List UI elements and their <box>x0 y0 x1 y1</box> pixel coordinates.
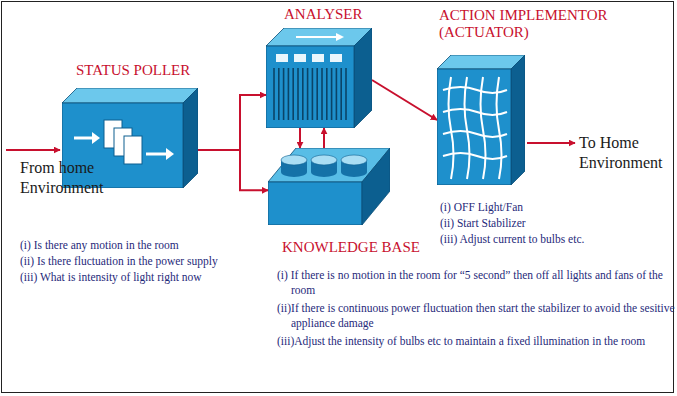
flow-arrow <box>323 128 325 148</box>
environment-label: From home Environment <box>20 158 104 198</box>
poller-item: (iii) What is intensity of light right n… <box>20 270 202 285</box>
flow-arrow <box>299 128 301 148</box>
box-icon <box>437 55 525 185</box>
flow-arrow <box>198 95 266 150</box>
component-box: ANALYSER <box>266 28 372 128</box>
poller-item: (i) Is there any motion in the room <box>20 238 179 253</box>
actuator-item: (i) OFF Light/Fan <box>440 200 523 215</box>
rule-item: (iii)Adjust the intensity of bulbs etc t… <box>277 334 677 349</box>
poller-item: (ii) Is there fluctuation in the power s… <box>20 254 218 269</box>
box-icon <box>266 28 372 128</box>
environment-label: To Home Environment <box>579 133 674 173</box>
component-box: ACTION IMPLEMENTOR (ACTUATOR) <box>437 55 525 185</box>
box-heading: ACTION IMPLEMENTOR (ACTUATOR) <box>439 7 659 41</box>
box-heading: KNOWLEDGE BASE <box>282 239 420 256</box>
input-arrow <box>6 149 60 151</box>
box-heading: STATUS POLLER <box>76 62 190 79</box>
actuator-item: (ii) Start Stabilizer <box>440 216 526 231</box>
box-icon <box>268 148 390 225</box>
box-heading: ANALYSER <box>284 6 363 23</box>
rule-item: (ii)If there is continuous power fluctua… <box>277 301 677 331</box>
component-box: KNOWLEDGE BASE <box>268 148 390 225</box>
rule-item: (i) If there is no motion in the room fo… <box>277 268 677 298</box>
actuator-item: (iii) Adjust current to bulbs etc. <box>440 232 584 247</box>
flow-arrow <box>198 150 268 190</box>
output-arrow <box>527 142 575 144</box>
flow-arrow <box>372 80 437 120</box>
